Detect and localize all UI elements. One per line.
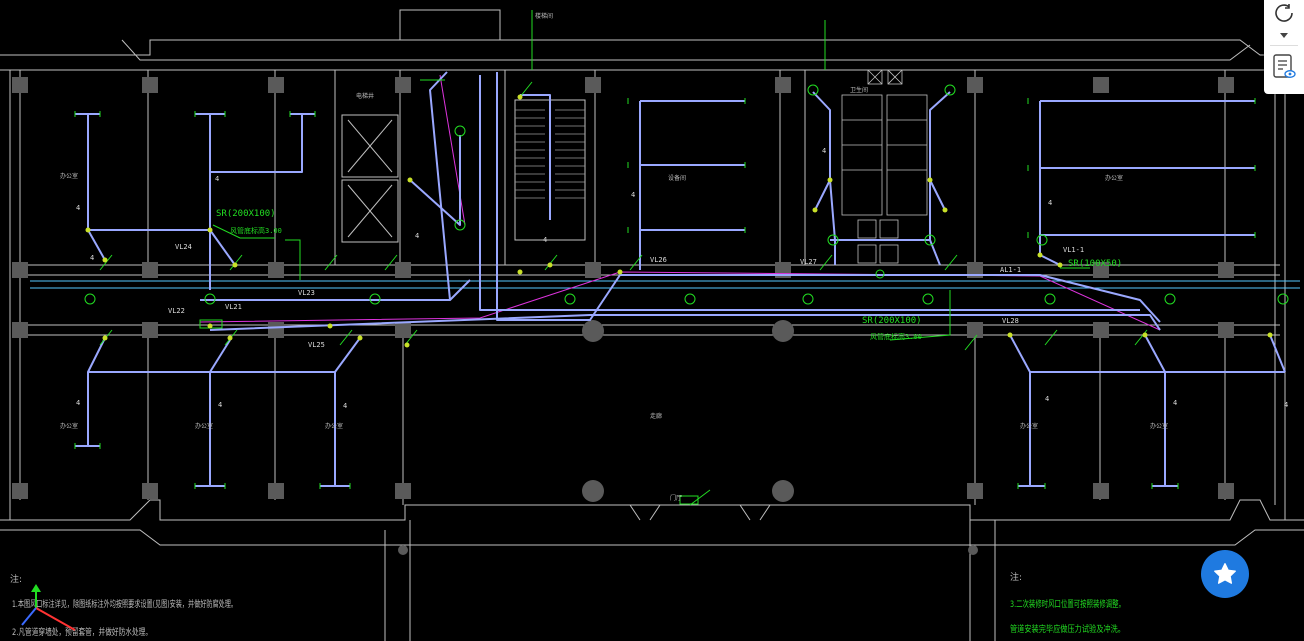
pipe-tag-vl25: VL25 (308, 341, 325, 349)
ucs-axis-icon (21, 584, 76, 631)
room-label: 楼梯间 (535, 12, 553, 20)
pipe-tag-vl24: VL24 (175, 243, 192, 251)
pipe-tag-vl22: VL22 (168, 307, 185, 315)
duct-size-labels: SR(200X100) SR(200X100) SR(100X50) 风管底标高… (216, 209, 1122, 341)
size-number: 4 (1045, 395, 1049, 403)
magenta-pipe (199, 74, 1161, 331)
pipe-tag-vl28: VL28 (1002, 317, 1019, 325)
room-labels: 办公室 办公室 办公室 办公室 走廊 门厅 办公室 办公室 办公室 卫生间 楼梯… (60, 12, 1168, 502)
room-label: 电梯井 (356, 92, 374, 100)
side-toolbar (1264, 0, 1304, 94)
dropdown-arrow-icon[interactable] (1264, 28, 1304, 42)
toilet-fixtures (841, 69, 928, 264)
structural-columns (12, 77, 1234, 555)
building-walls (0, 9, 1304, 641)
pipe-tag-al1-1: AL1-1 (1000, 266, 1021, 274)
pipe-tag-labels: VL24 VL21 VL22 VL23 VL25 VL26 VL27 VL28 … (168, 243, 1084, 349)
size-number: 4 (1048, 199, 1052, 207)
note-left: 注: 1.本图风口标注详见，除图纸标注外均按照要求设置(见图)安装，并做好防腐处… (10, 573, 237, 638)
size-number: 4 (76, 204, 80, 212)
size-number: 4 (76, 399, 80, 407)
room-label: 办公室 (195, 422, 213, 430)
room-label: 设备间 (668, 174, 686, 182)
star-icon (1214, 563, 1236, 584)
room-label: 办公室 (60, 422, 78, 430)
duct-label-1: SR(200X100) (216, 209, 276, 219)
main-duct (30, 280, 1300, 289)
size-number: 4 (415, 232, 419, 240)
room-label: 办公室 (325, 422, 343, 430)
refresh-icon[interactable] (1264, 0, 1304, 26)
pipe-joints (85, 94, 1273, 348)
note-left-title: 注: (10, 573, 22, 585)
size-number: 4 (1173, 399, 1177, 407)
pipe-tag-vl23: VL23 (298, 289, 315, 297)
duct-label-3: SR(100X50) (1068, 259, 1122, 269)
pipe-tag-vl26: VL26 (650, 256, 667, 264)
size-number: 4 (218, 401, 222, 409)
room-label: 办公室 (1105, 174, 1123, 182)
size-number: 4 (90, 254, 94, 262)
pipe-network (75, 71, 1286, 487)
note-left-line1: 1.本图风口标注详见，除图纸标注外均按照要求设置(见图)安装，并做好防腐处理。 (12, 598, 237, 610)
duct-sub-label-2: 风管底标高3.00 (870, 332, 922, 341)
note-left-line2: 2.凡管道穿墙处，预留套管，并做好防水处理。 (12, 626, 152, 638)
pipe-tag-vl21: VL21 (225, 303, 242, 311)
size-number: 4 (215, 175, 219, 183)
branch-size-numbers: 4 4 4 4 4 4 4 4 4 4 4 4 4 4 (76, 147, 1288, 410)
size-number: 4 (822, 147, 826, 155)
size-number: 4 (631, 191, 635, 199)
note-right-title: 注: (1010, 571, 1022, 583)
stair-treads (515, 109, 585, 199)
size-number: 4 (343, 402, 347, 410)
size-number: 4 (1284, 401, 1288, 409)
duct-sub-label-1: 风管底标高3.00 (230, 226, 282, 235)
green-fittings (74, 10, 1289, 506)
document-view-icon[interactable] (1264, 50, 1304, 84)
room-label: 门厅 (670, 494, 682, 502)
room-label: 办公室 (60, 172, 78, 180)
note-right: 注: 3.二次装修时风口位置可按照装修调整。 管道安装完毕应做压力试验及冲洗。 (1010, 571, 1125, 635)
note-right-line1: 3.二次装修时风口位置可按照装修调整。 (1010, 598, 1125, 610)
room-label: 卫生间 (850, 86, 868, 94)
pipe-tag-vl1-1: VL1-1 (1063, 246, 1084, 254)
room-label: 走廊 (650, 412, 662, 420)
pipe-tag-vl27: VL27 (800, 258, 817, 266)
room-label: 办公室 (1020, 422, 1038, 430)
size-number: 4 (543, 236, 547, 244)
room-label: 办公室 (1150, 422, 1168, 430)
favorite-button[interactable] (1201, 550, 1249, 598)
note-right-line2: 管道安装完毕应做压力试验及冲洗。 (1010, 623, 1125, 635)
duct-label-2: SR(200X100) (862, 316, 922, 326)
